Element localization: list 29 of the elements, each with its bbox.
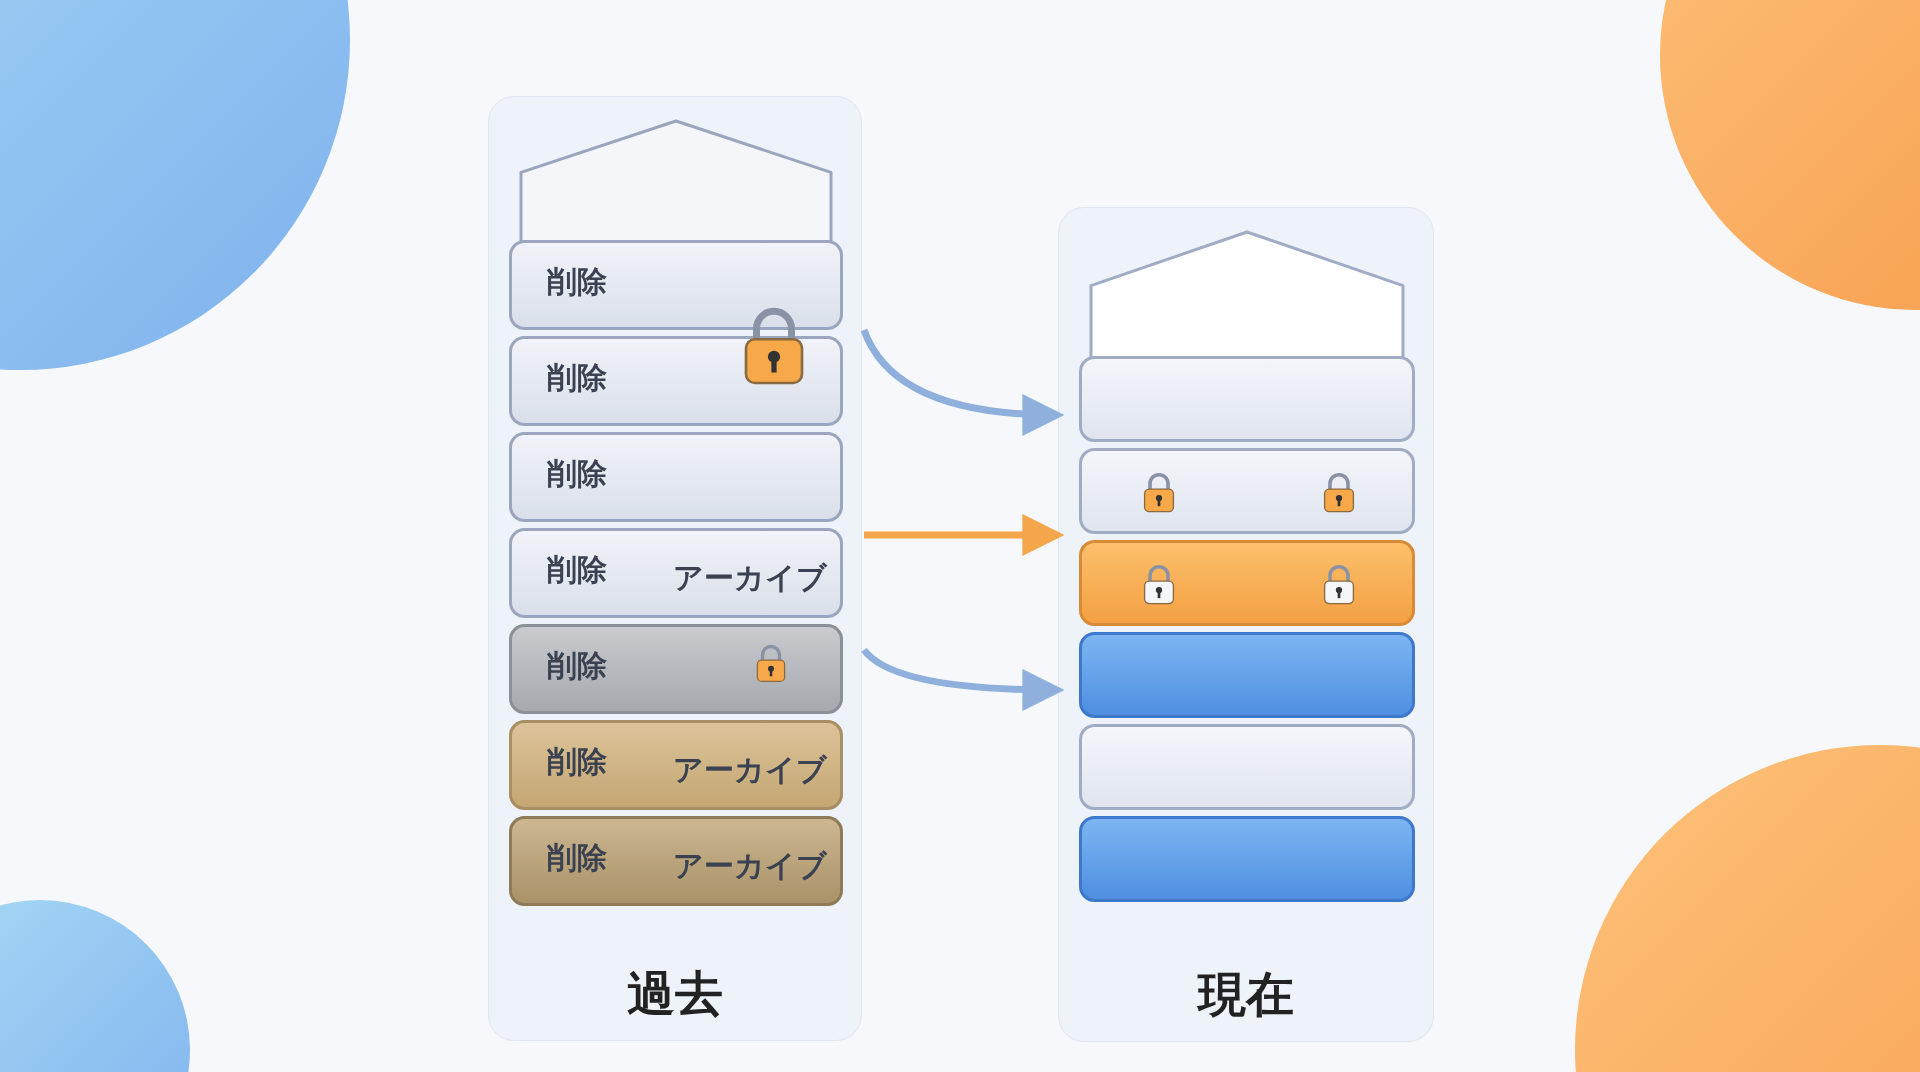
- stack-layer: [1079, 540, 1415, 626]
- stack-layer: [1079, 448, 1415, 534]
- arrow: [860, 328, 1065, 436]
- layer-label: アーカイブ: [673, 559, 827, 597]
- stack-layer: [509, 720, 843, 810]
- arrow: [861, 647, 1065, 711]
- layer-label: 削除: [547, 743, 607, 781]
- block-stack: [488, 96, 862, 1041]
- stack-layer: [509, 816, 843, 906]
- layer-label: 削除: [547, 839, 607, 877]
- arrow: [864, 514, 1065, 556]
- stack-layer: [509, 624, 843, 714]
- block-stack: [1058, 207, 1434, 1042]
- layer-label: アーカイブ: [673, 751, 827, 789]
- layer-label: 削除: [547, 647, 607, 685]
- layer-label: 削除: [547, 551, 607, 589]
- layer-label: 削除: [547, 455, 607, 493]
- layer-label: 削除: [547, 263, 607, 301]
- stack-layer: [1079, 816, 1415, 902]
- stack-layer: [1079, 228, 1415, 442]
- stack-layer: [1079, 724, 1415, 810]
- stack-layer: [509, 432, 843, 522]
- stack-heading: 現在: [1198, 965, 1294, 1024]
- stack-layer: [1079, 632, 1415, 718]
- stack-heading: 過去: [627, 964, 723, 1023]
- layer-label: アーカイブ: [673, 847, 827, 885]
- stack-layer: [509, 117, 843, 330]
- stack-layer: [509, 528, 843, 618]
- layer-label: 削除: [547, 359, 607, 397]
